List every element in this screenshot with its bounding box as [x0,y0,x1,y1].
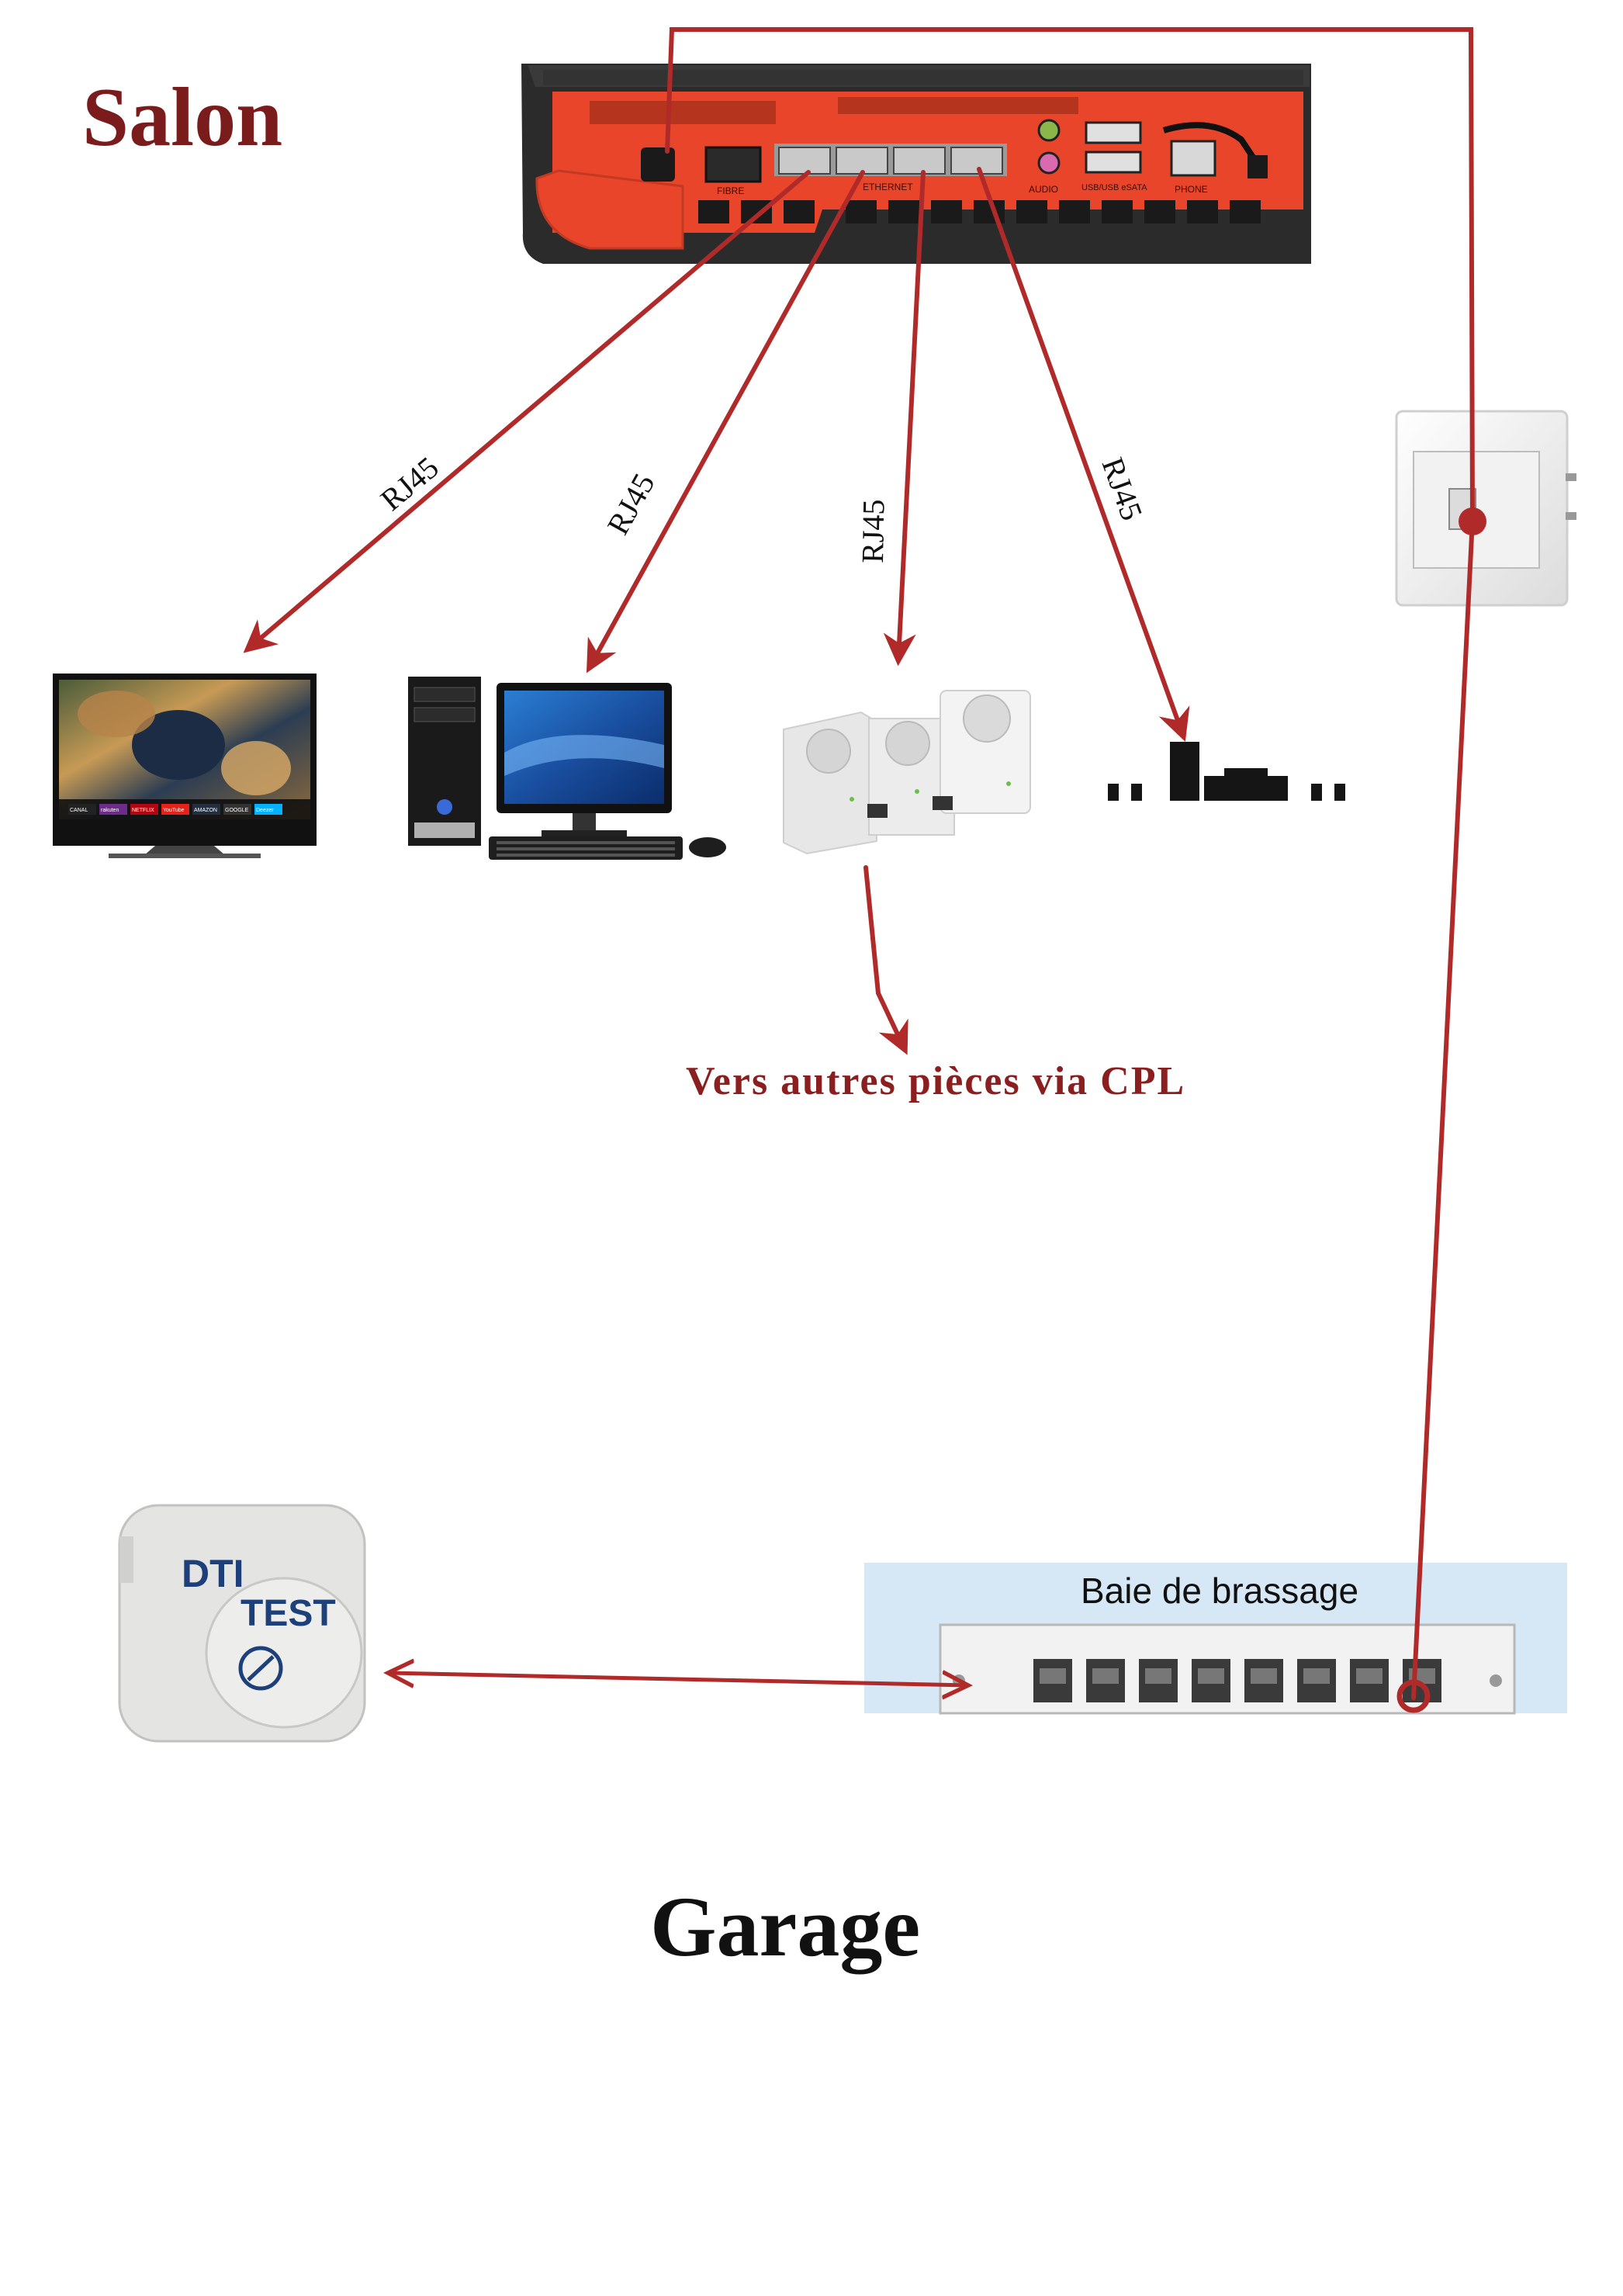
wire-router-to-cpl [883,170,926,667]
dti-label: DTI [182,1552,244,1595]
wires [243,27,1475,1700]
esata-port [1085,151,1142,174]
dti-box: DTI TEST [118,1504,366,1743]
tv-app-label: GOOGLE [225,808,249,813]
room-title-garage: Garage [650,1879,921,1974]
audio-jack-2 [1037,151,1061,175]
wire-router-to-socket [665,27,1475,522]
wire-router-to-tv [243,170,811,653]
cpl-note: Vers autres pièces via CPL [686,1059,1185,1103]
patch-panel: Baie de brassage [864,1563,1567,1715]
tv-app-bar: CANAL rakuten NETFLIX YouTube AMAZON GOOGLE De… [68,804,282,815]
patch-panel-title: Baie de brassage [1081,1570,1358,1611]
tv-app-label: NETFLIX [132,808,154,813]
fibre-port [704,146,762,183]
wire-cpl-onward [863,865,908,1055]
tv-app-label: YouTube [163,808,185,813]
cable-label-cpl: RJ45 [855,499,891,563]
ethernet-ports [774,144,1007,176]
usb-port [1085,121,1142,144]
wire-socket-to-patch-panel [1411,518,1475,1700]
tv-app-label: AMAZON [194,808,217,813]
dti-test-label: TEST [241,1593,336,1634]
television: CANAL rakuten NETFLIX YouTube AMAZON GOOGLE De… [53,674,317,858]
router-label-phone: PHONE [1175,184,1208,195]
router-label-usb: USB/USB eSATA [1081,183,1147,192]
wire-dti-to-patch-panel [388,1673,968,1685]
router-label-audio: AUDIO [1029,184,1058,195]
wire-router-to-home-cinema [977,167,1190,742]
room-title-salon: Salon [82,71,283,164]
desktop-computer [408,677,726,860]
audio-jack-1 [1037,119,1061,142]
cable-label-tv: RJ45 [374,450,445,518]
wire-router-to-pc [586,170,865,674]
power-jack [641,147,675,182]
patch-connection-dot [1396,1679,1431,1713]
tv-app-label: CANAL [70,808,88,813]
router-label-ethernet: ETHERNET [863,182,913,192]
tv-app-label: Deezer [256,808,274,813]
router-label-fibre: FIBRE [717,185,744,196]
socket-connection-dot [1459,507,1486,535]
cpl-adapters [783,690,1031,855]
tv-app-label: rakuten [101,808,119,813]
home-cinema-system [1108,742,1345,801]
cable-label-pc: RJ45 [600,468,662,541]
phone-port [1170,140,1216,177]
router-box: FIBRE ETHERNET AUDIO USB/USB eSATA PHONE [521,64,1311,264]
wall-rj45-socket [1395,410,1576,607]
